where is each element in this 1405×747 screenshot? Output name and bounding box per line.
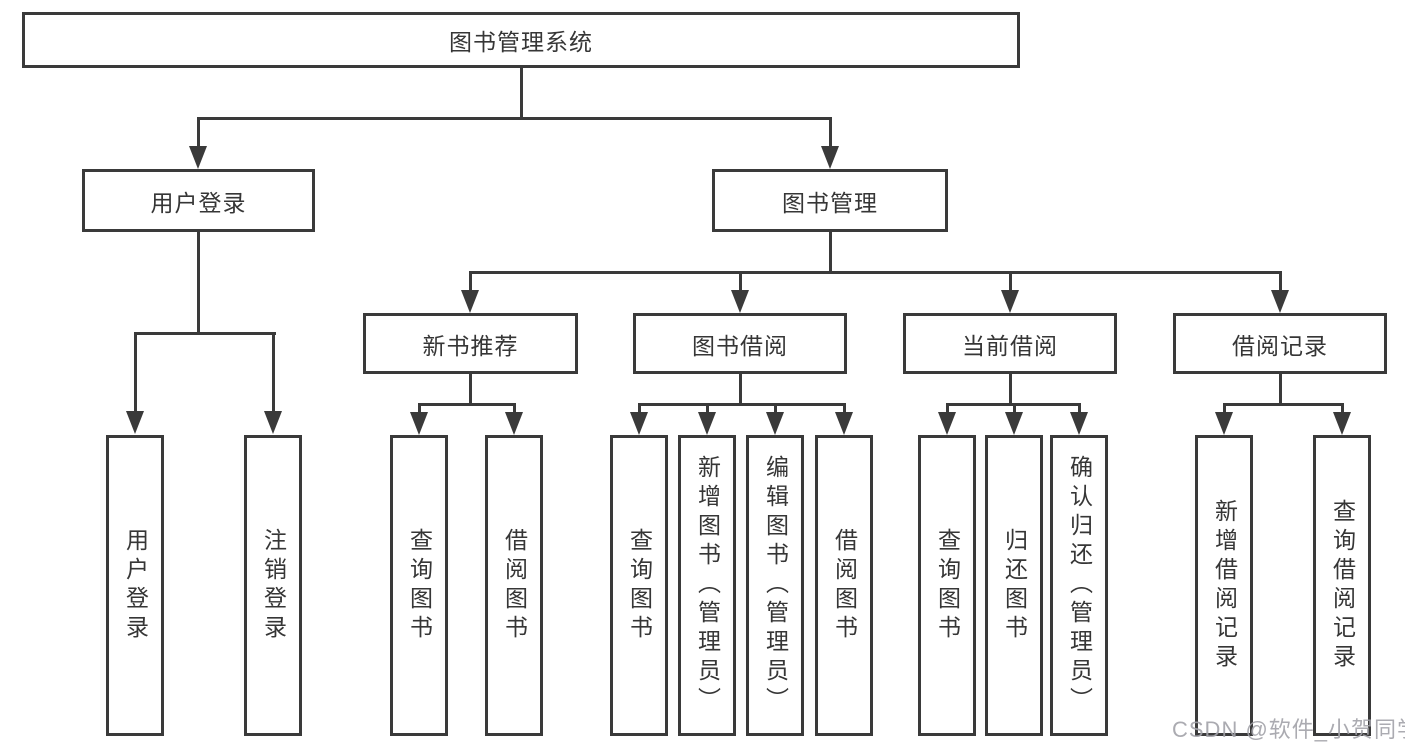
node-label: 图书管理系统 bbox=[449, 29, 593, 55]
arrowhead-down-icon bbox=[410, 412, 428, 435]
connector-root-stem bbox=[520, 68, 523, 117]
node-label: 归还图书 bbox=[1001, 527, 1028, 644]
node-library-management-system: 图书管理系统 bbox=[22, 12, 1020, 68]
connector-group-bar bbox=[1223, 403, 1344, 406]
connector-drop-book-management bbox=[829, 117, 832, 149]
arrowhead-down-icon bbox=[821, 146, 839, 169]
node-label: 新书推荐 bbox=[422, 332, 519, 359]
connector-drop bbox=[1279, 271, 1282, 293]
arrowhead-down-icon bbox=[1333, 412, 1351, 435]
arrowhead-down-icon bbox=[264, 411, 282, 434]
connector-user-login-stem bbox=[197, 232, 200, 334]
connector-level2-bar bbox=[197, 117, 831, 120]
node-add-books-admin: 新增图书（管理员） bbox=[678, 435, 736, 736]
arrowhead-down-icon bbox=[1070, 412, 1088, 435]
connector-drop bbox=[1009, 271, 1012, 293]
connector-group-bar bbox=[418, 403, 516, 406]
node-label: 借阅图书 bbox=[501, 527, 528, 644]
node-add-borrow-record: 新增借阅记录 bbox=[1195, 435, 1253, 736]
connector-drop bbox=[638, 403, 641, 415]
arrowhead-down-icon bbox=[505, 412, 523, 435]
node-user-login: 用户登录 bbox=[82, 169, 315, 232]
connector-group-bar bbox=[638, 403, 846, 406]
node-label: 新增图书（管理员） bbox=[694, 455, 721, 716]
connector-drop-user-login bbox=[197, 117, 200, 149]
arrowhead-down-icon bbox=[835, 412, 853, 435]
connector-drop bbox=[774, 403, 777, 415]
node-borrowing-records: 借阅记录 bbox=[1173, 313, 1387, 374]
node-label: 查询图书 bbox=[406, 527, 433, 644]
node-user-login-leaf: 用户登录 bbox=[106, 435, 164, 736]
node-book-borrowing: 图书借阅 bbox=[633, 313, 847, 374]
arrowhead-down-icon bbox=[1005, 412, 1023, 435]
node-label: 查询图书 bbox=[626, 527, 653, 644]
node-borrow-books: 借阅图书 bbox=[815, 435, 873, 736]
connector-drop bbox=[1013, 403, 1016, 415]
arrowhead-down-icon bbox=[766, 412, 784, 435]
node-label: 当前借阅 bbox=[962, 332, 1058, 359]
connector-drop bbox=[946, 403, 949, 415]
node-query-books-current: 查询图书 bbox=[918, 435, 976, 736]
arrowhead-down-icon bbox=[630, 412, 648, 435]
node-label: 用户登录 bbox=[150, 189, 247, 216]
arrowhead-down-icon bbox=[126, 411, 144, 434]
node-label: 编辑图书（管理员） bbox=[762, 455, 789, 716]
connector-drop bbox=[739, 271, 742, 293]
node-label: 注销登录 bbox=[260, 527, 287, 644]
connector-drop bbox=[469, 271, 472, 293]
arrowhead-down-icon bbox=[1215, 412, 1233, 435]
connector-stem bbox=[1279, 374, 1282, 405]
node-label: 用户登录 bbox=[122, 527, 149, 644]
node-return-books: 归还图书 bbox=[985, 435, 1043, 736]
connector-stem bbox=[1009, 374, 1012, 405]
arrowhead-down-icon bbox=[189, 146, 207, 169]
connector-drop bbox=[1078, 403, 1081, 415]
connector-drop bbox=[418, 403, 421, 415]
connector-drop bbox=[843, 403, 846, 415]
arrowhead-down-icon bbox=[1271, 290, 1289, 313]
connector-drop bbox=[272, 332, 275, 414]
node-label: 新增借阅记录 bbox=[1211, 498, 1238, 673]
node-query-borrow-record: 查询借阅记录 bbox=[1313, 435, 1371, 736]
connector-drop bbox=[706, 403, 709, 415]
connector-drop bbox=[134, 332, 137, 414]
node-book-management: 图书管理 bbox=[712, 169, 948, 232]
csdn-watermark: CSDN @软件_小贺同学 bbox=[1172, 717, 1405, 742]
arrowhead-down-icon bbox=[698, 412, 716, 435]
connector-stem bbox=[739, 374, 742, 405]
connector-user-login-bar bbox=[134, 332, 276, 335]
node-query-books-recommend: 查询图书 bbox=[390, 435, 448, 736]
connector-drop bbox=[1223, 403, 1226, 415]
node-label: 图书管理 bbox=[782, 189, 878, 216]
connector-stem bbox=[469, 374, 472, 405]
arrowhead-down-icon bbox=[461, 290, 479, 313]
node-label: 查询图书 bbox=[934, 527, 961, 644]
connector-drop bbox=[1341, 403, 1344, 415]
node-borrow-books-recommend: 借阅图书 bbox=[485, 435, 543, 736]
connector-level3-bar bbox=[469, 271, 1282, 274]
arrowhead-down-icon bbox=[1001, 290, 1019, 313]
node-label: 图书借阅 bbox=[692, 332, 788, 359]
node-label: 确认归还（管理员） bbox=[1066, 455, 1093, 716]
node-edit-books-admin: 编辑图书（管理员） bbox=[746, 435, 804, 736]
node-confirm-return-admin: 确认归还（管理员） bbox=[1050, 435, 1108, 736]
connector-book-management-stem bbox=[829, 232, 832, 273]
node-label: 借阅图书 bbox=[831, 527, 858, 644]
connector-drop bbox=[513, 403, 516, 415]
arrowhead-down-icon bbox=[731, 290, 749, 313]
node-current-borrowing: 当前借阅 bbox=[903, 313, 1117, 374]
node-query-books-borrowing: 查询图书 bbox=[610, 435, 668, 736]
arrowhead-down-icon bbox=[938, 412, 956, 435]
node-label: 查询借阅记录 bbox=[1329, 498, 1356, 673]
node-logout: 注销登录 bbox=[244, 435, 302, 736]
node-new-book-recommendation: 新书推荐 bbox=[363, 313, 578, 374]
node-label: 借阅记录 bbox=[1232, 332, 1328, 359]
